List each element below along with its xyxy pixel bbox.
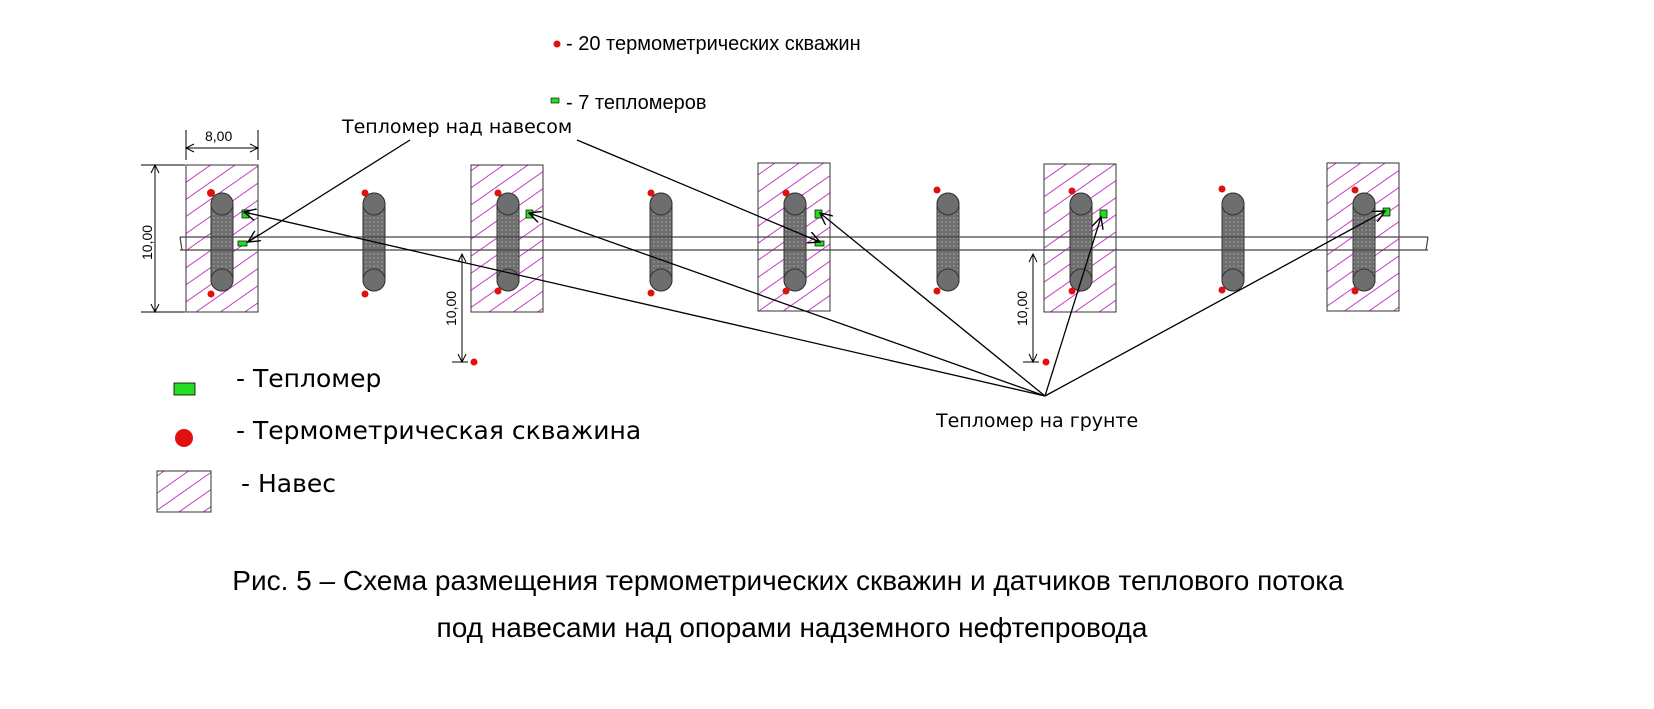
top-legend-heat-meters-text: - 7 тепломеров	[566, 92, 707, 114]
callout-on-ground-text: Тепломер на грунте	[935, 410, 1138, 432]
support-3	[496, 192, 520, 292]
well-dot	[361, 290, 369, 298]
support-7	[1069, 192, 1093, 292]
dimension-canopy-width: 8,00	[205, 128, 232, 144]
well-dot	[494, 189, 502, 197]
dimension-lines	[141, 130, 1039, 364]
support-6	[936, 192, 960, 292]
pipeline	[179, 236, 1429, 251]
legend-canopy-marker	[156, 470, 212, 513]
support-4	[649, 192, 673, 292]
well-dot	[207, 290, 215, 298]
support-8	[1221, 192, 1245, 292]
well-dot	[1351, 287, 1359, 295]
figure-caption-line1: Рис. 5 – Схема размещения термометрическ…	[232, 565, 1344, 596]
well-dot	[207, 189, 215, 197]
support-5	[783, 192, 807, 292]
well-dot	[782, 189, 790, 197]
callout-lines-above-canopy	[248, 139, 820, 242]
well-dot	[1351, 186, 1359, 194]
legend-canopy-text: - Навес	[241, 469, 336, 498]
callout-above-canopy-text: Тепломер над навесом	[341, 116, 572, 138]
top-legend-well-dot	[553, 40, 561, 48]
heat-meter-marker	[241, 209, 250, 219]
dimension-canopy-height: 10,00	[139, 225, 155, 260]
well-dot	[782, 287, 790, 295]
heat-meter-marker	[1099, 209, 1108, 219]
dimension-offset-1: 10,00	[443, 291, 459, 326]
top-legend-heat-meter-marker	[550, 97, 560, 104]
well-dot	[1218, 185, 1226, 193]
top-legend-wells-text: - 20 термометрических скважин	[566, 33, 861, 55]
figure-caption-line2: под навесами над опорами надземного нефт…	[437, 612, 1148, 643]
well-dot	[647, 289, 655, 297]
heat-meter-marker	[237, 240, 248, 247]
well-dot	[1042, 358, 1050, 366]
well-dot	[933, 186, 941, 194]
legend-heat-meter-marker	[173, 382, 196, 396]
well-dot	[1068, 187, 1076, 195]
legend: - Тепломер - Термометрическая скважина -…	[156, 364, 641, 513]
well-dot	[647, 189, 655, 197]
legend-heat-meter-text: - Тепломер	[236, 364, 381, 393]
legend-well-text: - Термометрическая скважина	[236, 416, 641, 445]
support-1	[210, 192, 234, 292]
well-dot	[933, 287, 941, 295]
dimension-offset-2: 10,00	[1014, 291, 1030, 326]
support-9	[1352, 192, 1376, 292]
well-dot	[1218, 286, 1226, 294]
well-dot	[361, 189, 369, 197]
callout-lines-on-ground	[244, 211, 1385, 397]
legend-well-marker	[175, 429, 193, 447]
thermometric-wells	[207, 185, 1359, 366]
well-dot	[494, 287, 502, 295]
well-dot	[1068, 287, 1076, 295]
well-dot	[470, 358, 478, 366]
supports	[210, 192, 1376, 292]
